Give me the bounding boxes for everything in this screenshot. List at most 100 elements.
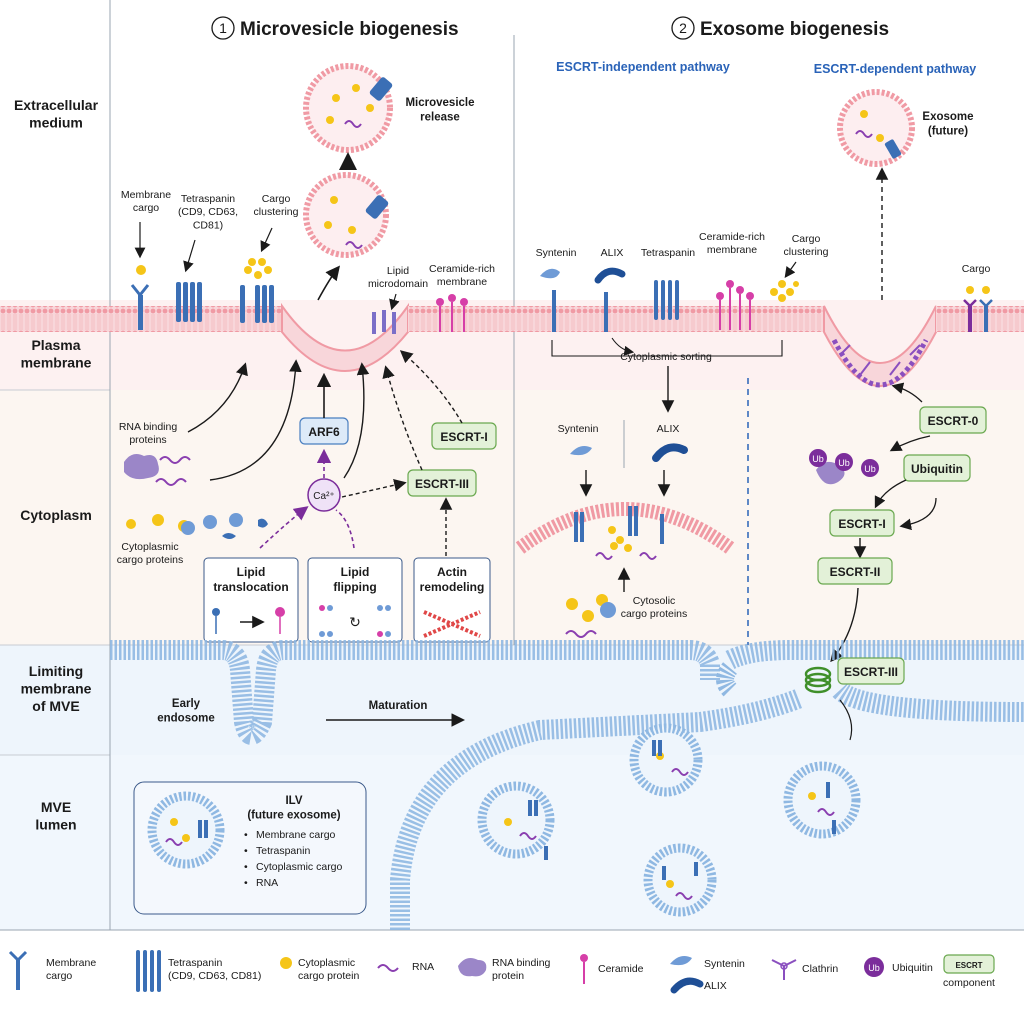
legend-tetraspanin-icon bbox=[136, 950, 161, 992]
zone-cytoplasm: Cytoplasm bbox=[20, 507, 92, 523]
cargo-right-proteins bbox=[963, 286, 993, 332]
svg-text:•: • bbox=[244, 845, 248, 857]
svg-text:Ca²⁺: Ca²⁺ bbox=[313, 491, 334, 502]
lipid-microdomain-proteins bbox=[372, 310, 396, 334]
escrt-iii-label-left: ESCRT-III bbox=[415, 477, 469, 491]
escrt-i-box-left bbox=[431, 422, 497, 450]
escrt-independent-title: ESCRT-independent pathway bbox=[556, 60, 730, 74]
section1-title: 1 Microvesicle biogenesis bbox=[211, 16, 459, 40]
ceramide-rich-right bbox=[716, 280, 754, 330]
svg-text:Ub: Ub bbox=[864, 464, 876, 474]
cargo-cluster-right bbox=[770, 280, 799, 302]
legend-clathrin: Clathrin bbox=[802, 963, 838, 975]
label-alix-mid: ALIX bbox=[657, 423, 680, 435]
independent-budding-membrane bbox=[515, 502, 735, 560]
exosome-future bbox=[837, 89, 915, 167]
microvesicle-budding bbox=[303, 172, 389, 258]
svg-text:•: • bbox=[244, 861, 248, 873]
legend-rna: RNA bbox=[412, 961, 434, 973]
escrt-i-label-left: ESCRT-I bbox=[440, 430, 487, 444]
cargo-cluster-proteins bbox=[240, 258, 274, 323]
svg-text:Cytoplasmic cargo: Cytoplasmic cargo bbox=[256, 861, 343, 873]
svg-text:ILV(future exosome): ILV(future exosome) bbox=[247, 795, 340, 821]
legend-ceramide: Ceramide bbox=[598, 963, 644, 975]
ubiquitin-box bbox=[903, 454, 971, 482]
escrt-iii-box-left bbox=[407, 469, 477, 497]
tetraspanin-protein bbox=[176, 282, 202, 322]
svg-text:Ub: Ub bbox=[812, 454, 824, 464]
membrane-cargo-protein bbox=[130, 265, 150, 330]
ilv-vesicles bbox=[477, 723, 861, 917]
legend-ubiquitin: Ubiquitin bbox=[892, 962, 933, 974]
escrt-iii-box-right bbox=[837, 657, 905, 685]
svg-text:1: 1 bbox=[219, 20, 227, 36]
svg-text:•: • bbox=[244, 829, 248, 841]
arf6-label: ARF6 bbox=[308, 425, 340, 439]
svg-text:RNA: RNA bbox=[256, 877, 278, 889]
cytosolic-cargo-icons bbox=[565, 594, 616, 638]
label-cargo-right: Cargo bbox=[962, 263, 991, 275]
label-alix-top: ALIX bbox=[601, 247, 624, 259]
escrt-dependent-title: ESCRT-dependent pathway bbox=[814, 62, 977, 76]
escrt-iii-spiral bbox=[804, 666, 832, 694]
escrt-ii-label: ESCRT-II bbox=[830, 565, 881, 579]
svg-text:Tetraspanin: Tetraspanin bbox=[256, 845, 310, 857]
syntenin-membrane bbox=[540, 268, 560, 332]
legend-rna-binding-icon bbox=[458, 958, 487, 977]
legend-escrt-label: ESCRT bbox=[955, 961, 982, 970]
legend-cytoplasmic-cargo-icon bbox=[280, 957, 292, 969]
alix-mid-icon bbox=[652, 443, 688, 462]
section2-title: 2 Exosome biogenesis bbox=[671, 16, 889, 40]
svg-text:2: 2 bbox=[679, 20, 687, 36]
label-cytoplasmic-sorting: Cytoplasmic sorting bbox=[620, 351, 712, 363]
legend-syntenin: Syntenin bbox=[704, 958, 745, 970]
label-tetraspanin-right: Tetraspanin bbox=[641, 247, 695, 259]
calcium-ion: Ca²⁺ bbox=[307, 478, 341, 512]
tetraspanin-right bbox=[654, 280, 679, 320]
legend-ceramide-icon bbox=[580, 954, 588, 984]
label-syntenin-top: Syntenin bbox=[536, 247, 577, 259]
rna-binding-protein-icon bbox=[124, 454, 191, 486]
alix-membrane bbox=[594, 267, 626, 332]
syntenin-mid-icon bbox=[570, 446, 592, 456]
escrt-ii-box bbox=[817, 557, 893, 585]
legend-rna-icon bbox=[377, 964, 399, 972]
label-maturation: Maturation bbox=[369, 700, 428, 712]
label-tetraspanin: Tetraspanin(CD9, CD63,CD81) bbox=[178, 193, 238, 231]
ubiquitin-label: Ubiquitin bbox=[911, 462, 963, 476]
label-exosome-future: Exosome(future) bbox=[922, 111, 973, 137]
svg-text:↻: ↻ bbox=[349, 614, 361, 630]
ubiquitin-cluster: Ub Ub Ub bbox=[809, 449, 879, 485]
escrt-i-label-right: ESCRT-I bbox=[838, 517, 885, 531]
svg-text:Ub: Ub bbox=[868, 963, 880, 973]
escrt-iii-label-right: ESCRT-III bbox=[844, 665, 898, 679]
escrt-0-box bbox=[919, 406, 987, 434]
legend-escrt-component: component bbox=[943, 977, 995, 989]
legend-alix-icon bbox=[670, 977, 704, 994]
cytoplasmic-cargo-icons bbox=[126, 513, 268, 539]
